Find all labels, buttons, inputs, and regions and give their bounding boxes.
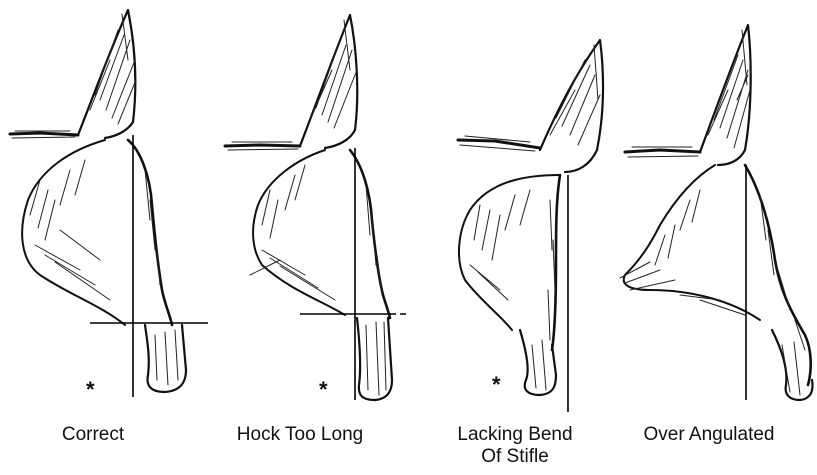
caption-correct: Correct bbox=[28, 424, 158, 446]
thigh-sketch bbox=[459, 175, 560, 330]
panel-correct-drawing: * bbox=[10, 10, 208, 402]
backline-sketch bbox=[458, 140, 540, 148]
backline-sketch bbox=[10, 133, 78, 135]
asterisk-marker: * bbox=[86, 377, 95, 402]
caption-hock-too-long: Hock Too Long bbox=[210, 424, 390, 446]
caption-over-angulated: Over Angulated bbox=[614, 424, 804, 446]
hock-foot-sketch bbox=[357, 318, 392, 400]
rear-leg-contour bbox=[552, 175, 560, 350]
hock-foot-sketch bbox=[520, 330, 556, 395]
panel-lacking-bend-drawing: * bbox=[458, 40, 603, 412]
rear-leg-contour bbox=[745, 165, 811, 385]
thigh-sketch bbox=[253, 150, 345, 315]
panel-over-angulated-drawing bbox=[620, 25, 813, 400]
tail-sketch bbox=[300, 15, 357, 148]
asterisk-marker: * bbox=[492, 372, 501, 397]
panel-hock-too-long-drawing: * bbox=[225, 15, 410, 402]
backline-sketch bbox=[225, 145, 300, 146]
rear-leg-contour bbox=[128, 140, 172, 325]
tail-sketch bbox=[78, 10, 135, 138]
backline-sketch bbox=[625, 150, 700, 152]
thigh-sketch bbox=[22, 140, 125, 325]
caption-lacking-bend-of-stifle: Lacking Bend Of Stifle bbox=[430, 424, 600, 468]
asterisk-marker: * bbox=[319, 377, 328, 402]
